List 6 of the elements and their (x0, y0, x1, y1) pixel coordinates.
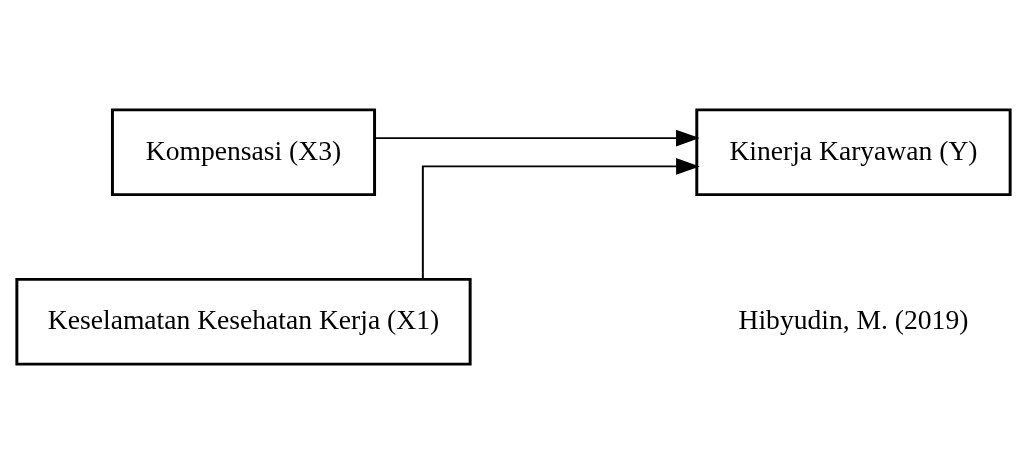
node-box: Kompensasi (X3) (110, 108, 377, 197)
node-box: Keselamatan Kesehatan Kerja (X1) (15, 277, 472, 366)
arrow (421, 158, 700, 281)
node-box: Kinerja Karyawan (Y) (695, 108, 1012, 197)
label: Hibyudin, M. (2019) (738, 304, 969, 336)
arrow (374, 129, 700, 147)
